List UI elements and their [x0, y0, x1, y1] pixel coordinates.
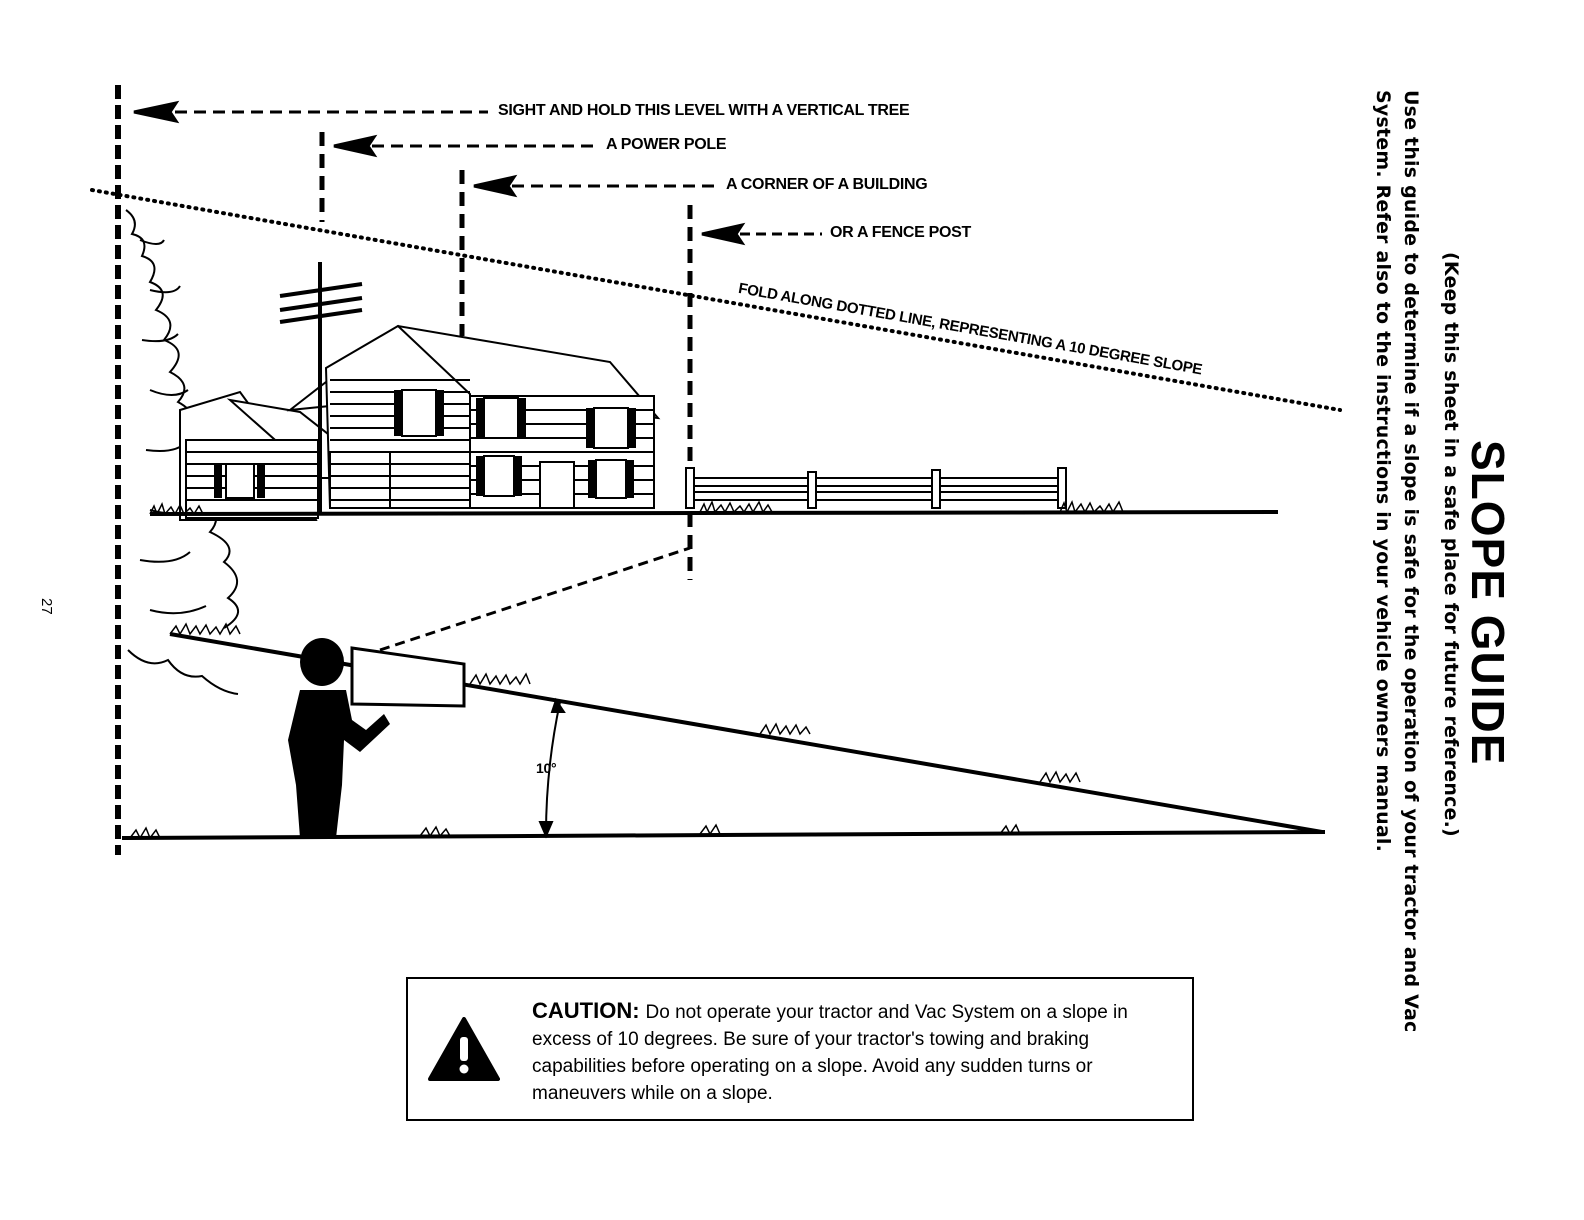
- fence-post-arrow: [702, 225, 822, 243]
- instruction-line-1: Use this guide to determine if a slope i…: [1400, 90, 1422, 1032]
- sighting-board: [352, 648, 464, 706]
- caution-text-block: CAUTION:Do not operate your tractor and …: [532, 997, 1182, 1107]
- fence-post-label: OR A FENCE POST: [830, 224, 971, 242]
- power-pole-arrow: [334, 137, 598, 155]
- warning-triangle-icon: [428, 1017, 500, 1083]
- building-corner-label: A CORNER OF A BUILDING: [726, 176, 927, 194]
- subtitle: (Keep this sheet in a safe place for fut…: [1440, 252, 1462, 837]
- fold-dotted-line: [92, 190, 1340, 410]
- main-house: [290, 326, 658, 508]
- caution-heading: CAUTION:: [532, 998, 640, 1023]
- power-pole-label: A POWER POLE: [606, 136, 726, 154]
- instruction-line-2: System. Refer also to the instructions i…: [1372, 90, 1394, 852]
- fence: [686, 468, 1066, 508]
- sight-label: SIGHT AND HOLD THIS LEVEL WITH A VERTICA…: [498, 102, 909, 120]
- caution-box: CAUTION:Do not operate your tractor and …: [406, 977, 1194, 1121]
- sight-arrow: [134, 103, 488, 121]
- page-title: SLOPE GUIDE: [1461, 440, 1515, 765]
- sight-dashed-line: [380, 548, 690, 650]
- building-corner-arrow: [474, 177, 718, 195]
- angle-label: 10°: [536, 760, 556, 776]
- page-number: 27: [38, 598, 55, 615]
